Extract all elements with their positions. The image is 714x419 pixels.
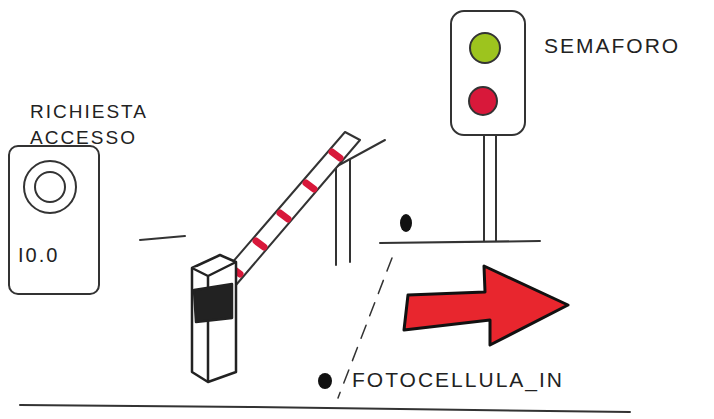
ground-line <box>380 241 540 243</box>
button-core <box>35 172 65 202</box>
photocell-dot <box>400 214 412 232</box>
green-light <box>470 33 500 63</box>
ground-line <box>140 236 185 240</box>
panel-heading: RICHIESTA ACCESSO <box>30 99 160 150</box>
button-ring <box>24 161 76 213</box>
semaphore-pole <box>484 135 496 241</box>
request-panel: RICHIESTA ACCESSOI0.0 <box>8 145 100 295</box>
semaphore-body: SEMAFORO <box>450 10 526 136</box>
barrier-housing <box>192 255 236 382</box>
semaphore-heading: SEMAFORO <box>544 32 714 60</box>
support-post <box>336 160 350 265</box>
ground-line <box>20 405 630 412</box>
photocell-label: FOTOCELLULA_IN <box>352 366 652 394</box>
photocell-dot <box>318 373 332 389</box>
direction-arrow <box>404 266 568 345</box>
red-light <box>469 87 497 115</box>
input-address: I0.0 <box>18 242 98 269</box>
